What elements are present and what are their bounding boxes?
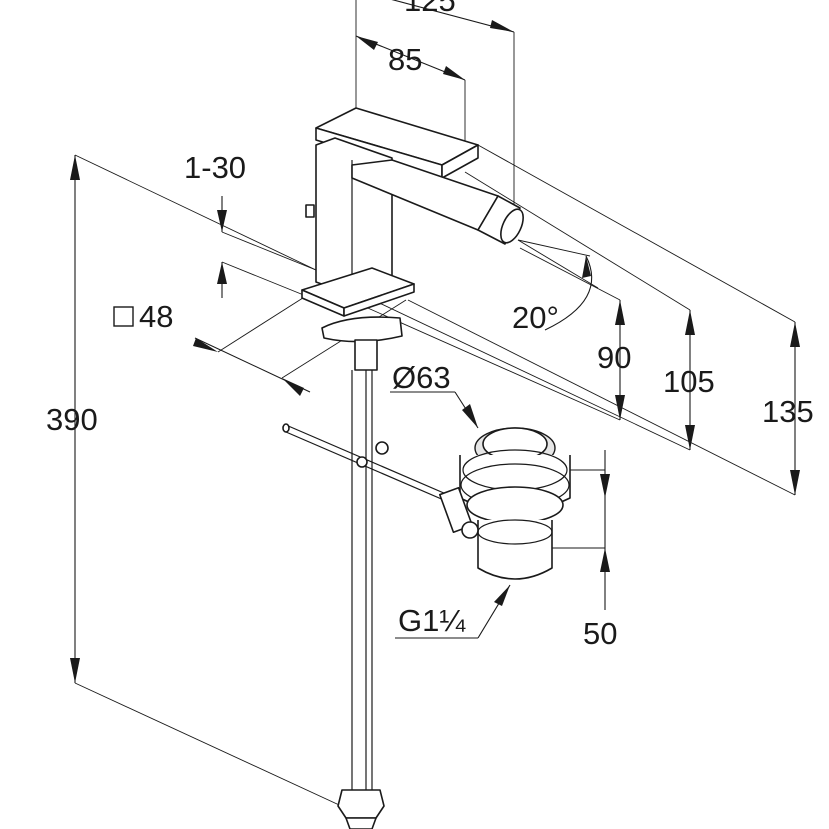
dimension-labels: 125 85 1-30 48 390 20° 90 105 135 Ø63 50… (46, 0, 814, 651)
dimension-lines (70, 0, 800, 811)
dim-mounting-thickness: 1-30 (184, 150, 246, 185)
popup-rod (282, 423, 461, 508)
dim-height-105: 105 (663, 364, 715, 399)
dim-spout-reach: 125 (404, 0, 456, 18)
supply-hose (337, 370, 385, 829)
dim-height-390: 390 (46, 402, 98, 437)
dim-height-90: 90 (597, 340, 631, 375)
dim-spray-angle: 20° (512, 300, 559, 335)
faucet-body (301, 107, 524, 371)
dim-body-square: 48 (139, 299, 173, 334)
dim-waste-diameter: Ø63 (392, 360, 451, 395)
waste-assembly (438, 427, 571, 580)
dim-lever-length: 85 (388, 42, 422, 77)
dim-waste-thread: G1¼ (398, 603, 466, 638)
square-outline-icon (113, 306, 134, 327)
dim-height-135: 135 (762, 394, 814, 429)
dim-waste-height: 50 (583, 616, 617, 651)
